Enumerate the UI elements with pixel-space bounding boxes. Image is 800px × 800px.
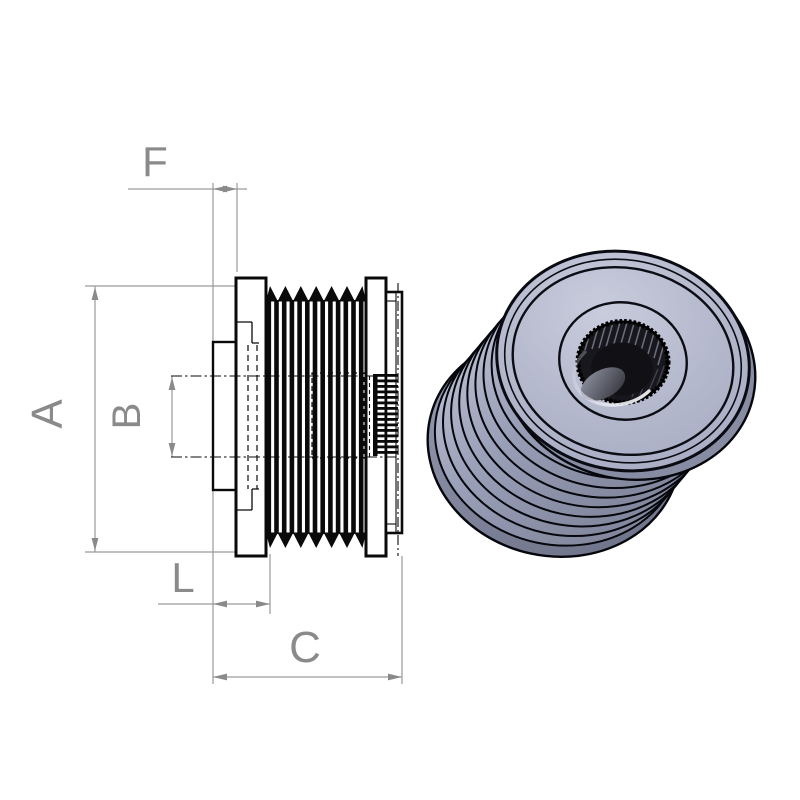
arrow-c-right — [388, 673, 402, 681]
iso-3d-view — [426, 249, 757, 558]
flange-steps — [237, 321, 259, 511]
rib-profile-bottom — [266, 533, 366, 548]
dim-label-c: C — [289, 623, 321, 672]
arrow-b-top — [168, 377, 176, 390]
arrow-l-right — [256, 600, 270, 608]
dimension-labels: F A B L C — [23, 138, 321, 672]
arrow-l-left — [213, 600, 227, 608]
belt-groove-section — [266, 286, 366, 548]
hub-recess-ring — [558, 301, 688, 421]
dim-label-a: A — [23, 399, 72, 429]
bore-far-wall — [580, 367, 626, 401]
arrow-b-bottom — [168, 443, 176, 456]
arrow-a-bottom — [91, 538, 99, 551]
arrow-c-left — [213, 673, 227, 681]
hub-boss — [211, 340, 238, 492]
centerlines — [171, 283, 399, 556]
flange-hidden-lines — [247, 345, 258, 489]
spline-bore-section — [373, 374, 398, 456]
front-face-rings — [503, 258, 743, 464]
arrow-a-top — [91, 287, 99, 300]
dimension-arrowheads — [91, 185, 402, 681]
rib-profile-top — [266, 286, 366, 301]
arrow-f-right — [223, 185, 237, 193]
dim-label-f: F — [142, 138, 168, 185]
left-flange — [234, 276, 268, 558]
side-section-view — [171, 276, 404, 558]
hidden-bearing-outline — [311, 372, 365, 459]
dim-label-b: B — [105, 403, 149, 430]
rib-walls — [266, 300, 364, 534]
splined-bore — [572, 319, 671, 407]
bore-highlight-crescent — [572, 350, 651, 407]
dim-label-l: L — [171, 554, 194, 601]
